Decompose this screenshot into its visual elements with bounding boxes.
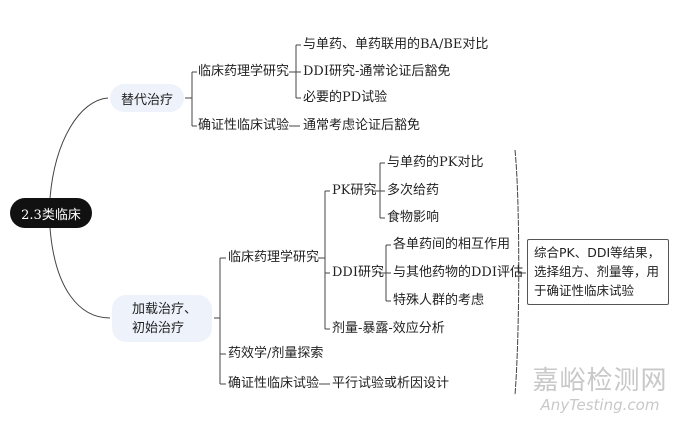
leaf[interactable]: 各单药间的相互作用 xyxy=(393,237,511,252)
connector-root-to-substitute xyxy=(49,97,109,199)
leaf[interactable]: 通常考虑论证后豁免 xyxy=(303,118,421,133)
watermark: 嘉峪检测网 AnyTesting.com xyxy=(530,366,670,414)
addon-label-line1: 加载治疗、 xyxy=(132,301,198,317)
root-node[interactable]: 2.3类临床 xyxy=(10,198,92,228)
leaf[interactable]: 与其他药物的DDI评估 xyxy=(393,265,523,280)
summary-brace xyxy=(514,149,520,396)
node-clinical-pharmacology-2[interactable]: 临床药理学研究 xyxy=(228,250,320,265)
node-pk-study[interactable]: PK研究 xyxy=(332,183,377,198)
watermark-en: AnyTesting.com xyxy=(540,396,660,414)
node-addon-therapy[interactable]: 加载治疗、 初始治疗 xyxy=(112,295,212,342)
leaf[interactable]: 与单药的PK对比 xyxy=(387,155,484,170)
node-ddi-study[interactable]: DDI研究 xyxy=(332,265,384,280)
leaf[interactable]: 特殊人群的考虑 xyxy=(393,293,485,308)
watermark-cn: 嘉峪检测网 xyxy=(532,366,668,396)
connector-root-to-addon xyxy=(49,227,111,319)
leaf[interactable]: 平行试验或析因设计 xyxy=(332,376,450,391)
leaf[interactable]: DDI研究-通常论证后豁免 xyxy=(303,64,451,79)
node-dose-exposure-response[interactable]: 剂量-暴露-效应分析 xyxy=(332,321,445,336)
summary-box[interactable]: 综合PK、DDI等结果，选择组方、剂量等，用于确证性临床试验 xyxy=(527,239,669,305)
node-clinical-pharmacology-1[interactable]: 临床药理学研究 xyxy=(198,64,290,79)
node-confirmatory-trial-1[interactable]: 确证性临床试验 xyxy=(198,118,290,133)
leaf[interactable]: 与单药、单药联用的BA/BE对比 xyxy=(303,37,489,52)
node-pharmacodynamics[interactable]: 药效学/剂量探索 xyxy=(228,346,324,361)
addon-label-line2: 初始治疗 xyxy=(132,320,185,336)
leaf[interactable]: 必要的PD试验 xyxy=(303,90,388,105)
leaf[interactable]: 食物影响 xyxy=(387,210,440,225)
node-substitute-therapy[interactable]: 替代治疗 xyxy=(110,84,184,112)
node-confirmatory-trial-2[interactable]: 确证性临床试验 xyxy=(228,376,320,391)
leaf[interactable]: 多次给药 xyxy=(387,183,440,198)
